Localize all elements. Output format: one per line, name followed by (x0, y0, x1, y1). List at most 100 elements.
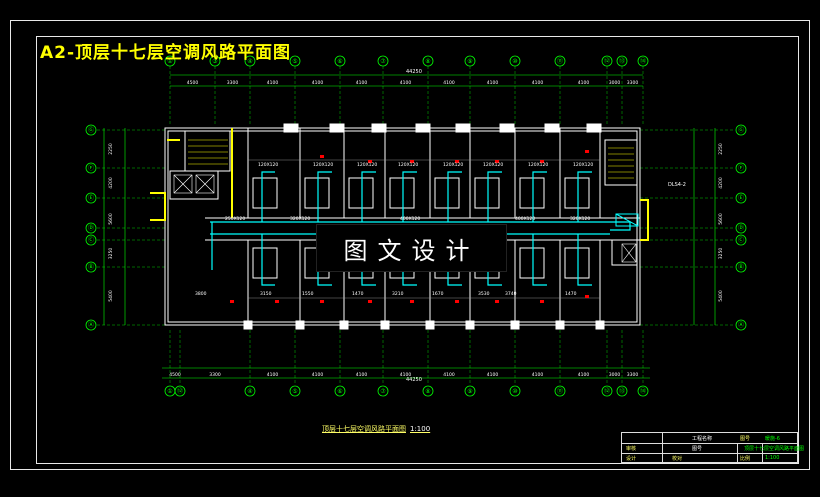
axis-bubble-left-label: Ⓓ (88, 224, 94, 232)
axis-bubble-top-label: ⑧ (425, 58, 430, 65)
axis-bubble-right-label: Ⓑ (738, 263, 744, 271)
axis-bubble-top-label: ① (167, 58, 172, 65)
overall-dimension-bottom: 44250 (406, 377, 422, 383)
dimension-top: 4100 (267, 80, 279, 86)
diffuser-marker (455, 160, 459, 163)
axis-bubble-bottom-label: ⑨ (467, 388, 472, 395)
axis-bubble-bottom: ⑬ (616, 385, 628, 397)
axis-bubble-top: ⑪ (554, 55, 566, 67)
axis-bubble-left: Ⓒ (85, 234, 97, 246)
branch-duct-label: 120X120 (573, 162, 593, 168)
axis-bubble-right: Ⓓ (735, 222, 747, 234)
dimension-bottom: 3000 (609, 372, 621, 378)
bottom-dimension-lines (162, 367, 650, 379)
axis-bubble-top-label: ⑪ (557, 57, 563, 65)
diffuser-marker (230, 300, 234, 303)
main-duct-label: 400X120 (400, 216, 420, 222)
axis-bubble-bottom-label: ⑪ (557, 387, 563, 395)
dimension-left: 5600 (108, 213, 114, 225)
sheet-outer-border (10, 20, 810, 470)
dimension-right: 2250 (718, 143, 724, 155)
axis-bubble-right-label: Ⓒ (738, 236, 744, 244)
diffuser-marker (495, 300, 499, 303)
axis-bubble-bottom-label: ⑥ (337, 388, 342, 395)
axis-bubble-left-label: Ⓔ (88, 194, 94, 202)
dimension-top: 4100 (400, 80, 412, 86)
dimension-right: 5400 (718, 290, 724, 302)
axis-bubble-bottom: ① (164, 385, 176, 397)
axis-bubble-top: ⑥ (334, 55, 346, 67)
equipment-tag: DLS4-2 (668, 182, 686, 188)
axis-bubble-top-label: ⑬ (619, 57, 625, 65)
axis-bubble-left: Ⓐ (85, 319, 97, 331)
dimension-bottom: 3300 (627, 372, 639, 378)
diffuser-marker (455, 300, 459, 303)
dimension-top: 4100 (443, 80, 455, 86)
axis-bubble-bottom: ⑩ (509, 385, 521, 397)
titleblock-drawing-name: 顶层十七层空调风路平面图 (744, 446, 805, 452)
room-dimension: 1470 (352, 291, 364, 297)
dimension-top: 4100 (578, 80, 590, 86)
dimension-bottom: 4100 (267, 372, 279, 378)
main-duct-label: 400X120 (515, 216, 535, 222)
branch-duct-label: 120X120 (258, 162, 278, 168)
axis-bubble-bottom-label: ⑬ (619, 387, 625, 395)
diffuser-marker (540, 300, 544, 303)
axis-bubble-bottom: ⑫ (174, 385, 186, 397)
dimension-top: 4100 (356, 80, 368, 86)
top-dimension-lines (170, 74, 643, 87)
diffuser-marker (320, 300, 324, 303)
axis-bubble-right-label: Ⓕ (738, 164, 744, 172)
axis-bubble-bottom: ⑨ (464, 385, 476, 397)
axis-bubble-top: ④ (244, 55, 256, 67)
titleblock-scale-value: 1:100 (765, 455, 780, 461)
titleblock-checker: 校对 (672, 456, 683, 462)
dimension-right: 3250 (718, 248, 724, 260)
dimension-bottom: 4100 (400, 372, 412, 378)
dimension-top: 4500 (187, 80, 199, 86)
axis-bubble-top-label: ⑭ (640, 57, 646, 65)
main-duct-label: 320X120 (290, 216, 310, 222)
dimension-bottom: 3300 (209, 372, 221, 378)
overall-dimension-top: 44250 (406, 69, 422, 75)
axis-bubble-top-label: ⑨ (467, 58, 472, 65)
diffuser-marker (495, 160, 499, 163)
dimension-bottom: 4500 (169, 372, 181, 378)
dimension-right: 4200 (718, 177, 724, 189)
axis-bubble-bottom-label: ⑤ (292, 388, 297, 395)
axis-bubble-left-label: Ⓕ (88, 164, 94, 172)
axis-bubble-right: Ⓑ (735, 261, 747, 273)
axis-bubble-right: Ⓕ (735, 162, 747, 174)
room-dimension: 1470 (565, 291, 577, 297)
axis-bubble-bottom: ④ (244, 385, 256, 397)
dimension-top: 3000 (609, 80, 621, 86)
dimension-bottom: 4100 (487, 372, 499, 378)
axis-bubble-left: Ⓕ (85, 162, 97, 174)
branch-duct-label: 120X120 (483, 162, 503, 168)
axis-bubble-left-label: Ⓑ (88, 263, 94, 271)
axis-bubble-bottom-label: ④ (247, 388, 252, 395)
axis-bubble-right-label: Ⓓ (738, 224, 744, 232)
diffuser-marker (275, 300, 279, 303)
axis-bubble-top-label: ③ (212, 58, 217, 65)
drawing-caption-scale: 1:100 (410, 425, 431, 433)
dimension-left: 2250 (108, 143, 114, 155)
dimension-top: 4100 (487, 80, 499, 86)
elevator-shafts (173, 174, 637, 263)
axis-bubble-top: ① (164, 55, 176, 67)
branch-duct-label: 120X120 (528, 162, 548, 168)
diffuser-marker (410, 300, 414, 303)
dimension-top: 4100 (532, 80, 544, 86)
dimension-bottom: 4100 (443, 372, 455, 378)
sheet-inner-border (36, 36, 799, 464)
watermark-banner: 图文设计 (316, 224, 507, 272)
axis-bubble-bottom: ⑤ (289, 385, 301, 397)
dimension-top: 3300 (227, 80, 239, 86)
axis-bubble-left-label: Ⓖ (88, 126, 94, 134)
